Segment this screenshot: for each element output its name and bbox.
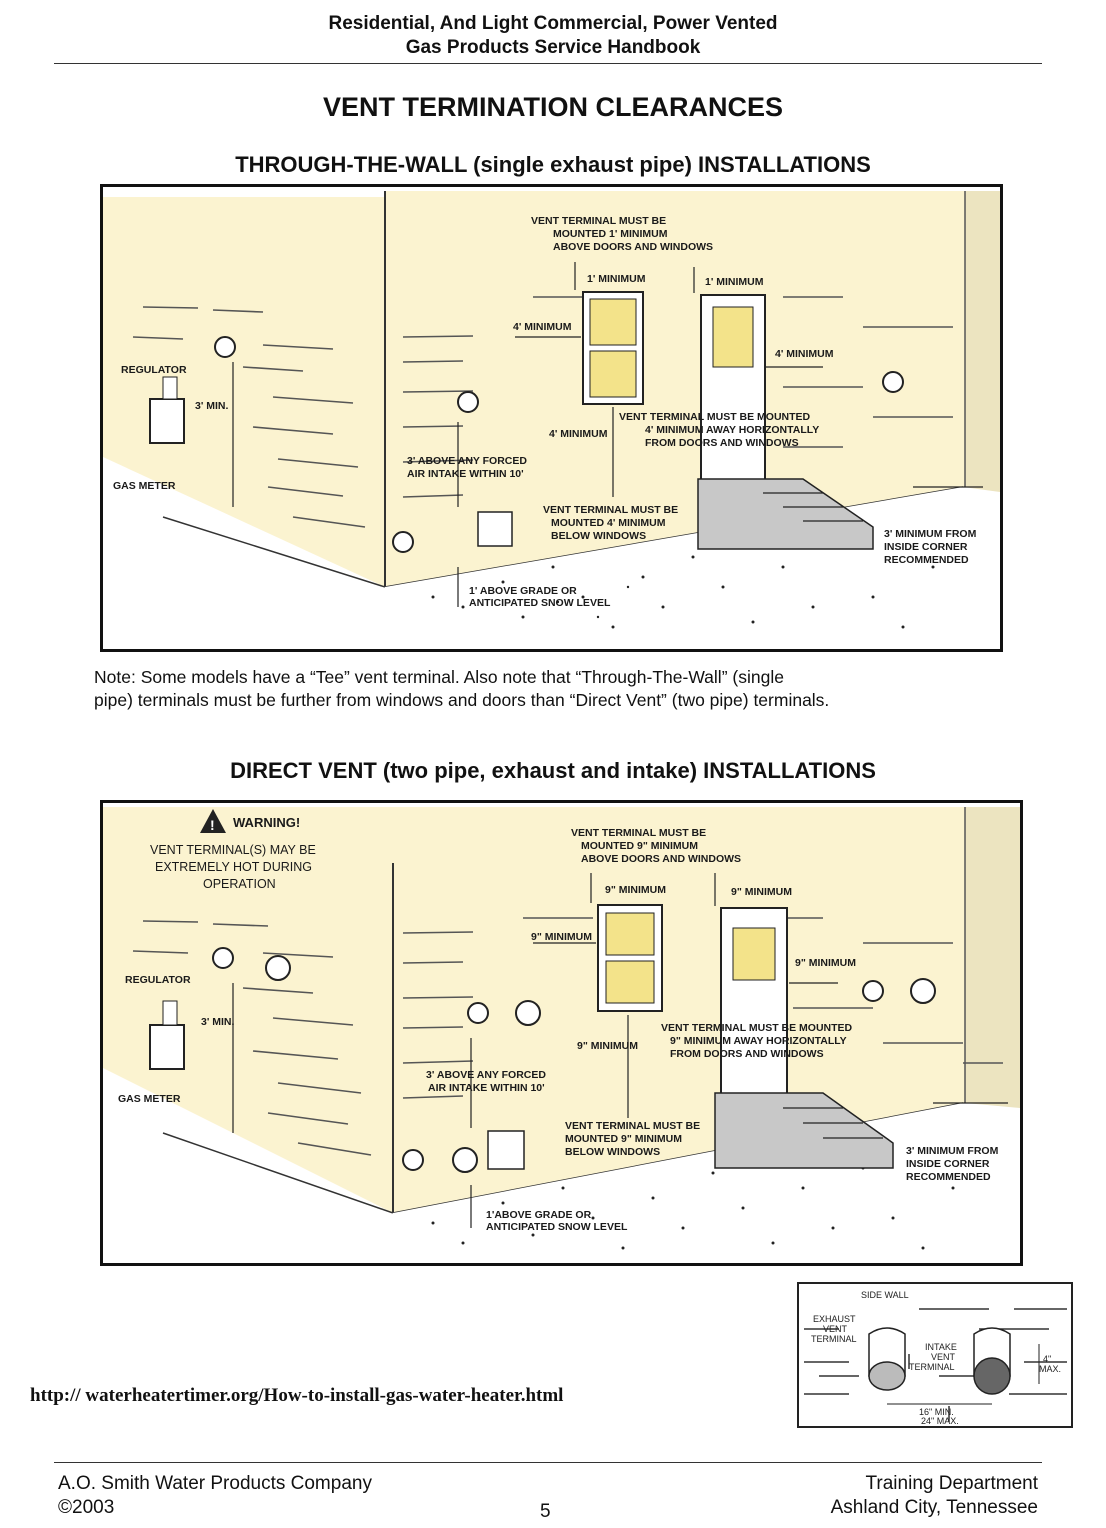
s1-min-4-below: 4' MINIMUM [549,428,608,440]
s1-horiz-note-line-3: FROM DOORS AND WINDOWS [645,437,799,449]
s1-corner-line-3: RECOMMENDED [884,554,969,566]
page-title: VENT TERMINATION CLEARANCES [322,92,783,122]
s2-min-9-left: 9" MINIMUM [531,931,592,943]
warning-text-line-3: OPERATION [203,877,276,891]
s1-min-window-top: 1' MINIMUM [587,273,646,285]
s2-min-door-top: 9" MINIMUM [731,886,792,898]
s1-corner-line-2: INSIDE CORNER [884,541,968,553]
s1-top-note-line-1: VENT TERMINAL MUST BE [531,215,666,227]
s2-forced-air-line-2: AIR INTAKE WITHIN 10' [428,1082,545,1094]
svg-text:!: ! [210,817,215,833]
footer-copyright: ©2003 [58,1497,115,1518]
side-wall-label: SIDE WALL [861,1290,909,1300]
intake-label-line-2: VENT [931,1352,956,1362]
s1-top-note-line-2: MOUNTED 1' MINIMUM [553,228,668,240]
intake-label-line-1: INTAKE [925,1342,957,1352]
s2-corner-line-3: RECOMMENDED [906,1171,991,1183]
section2-title: DIRECT VENT (two pipe, exhaust and intak… [230,758,876,783]
page-number: 5 [540,1501,551,1522]
warning-text-line-2: EXTREMELY HOT DURING [155,860,312,874]
footer-location: Ashland City, Tennessee [830,1497,1038,1518]
s2-top-note-line-2: MOUNTED 9" MINIMUM [581,840,698,852]
warning-icon: ! [200,809,226,833]
s1-grade-line-1: 1' ABOVE GRADE OR [469,585,577,597]
spacing-line-2: 24" MAX. [921,1416,959,1426]
source-url: http:// waterheatertimer.org/How-to-inst… [30,1385,564,1406]
s2-grade-line-1: 1'ABOVE GRADE OR [486,1209,592,1221]
s2-regulator-label: REGULATOR [125,974,191,986]
s1-gas-meter-label: GAS METER [113,480,176,492]
intake-terminal-icon [973,1327,1011,1395]
s1-top-note-line-3: ABOVE DOORS AND WINDOWS [553,241,713,253]
s2-horiz-note-line-1: VENT TERMINAL MUST BE MOUNTED [661,1022,853,1034]
s2-horiz-note-line-2: 9" MINIMUM AWAY HORIZONTALLY [670,1035,847,1047]
exhaust-label-line-1: EXHAUST [813,1314,856,1324]
s1-min-door-top: 1' MINIMUM [705,276,764,288]
s2-top-note-line-1: VENT TERMINAL MUST BE [571,827,706,839]
s1-below-windows-line-2: MOUNTED 4' MINIMUM [551,517,666,529]
s2-horiz-note-line-3: FROM DOORS AND WINDOWS [670,1048,824,1060]
s2-corner-line-2: INSIDE CORNER [906,1158,990,1170]
footer-department: Training Department [865,1473,1038,1494]
header-line-1: Residential, And Light Commercial, Power… [328,13,778,34]
footer-company: A.O. Smith Water Products Company [58,1473,372,1494]
exhaust-label-line-3: TERMINAL [811,1334,857,1344]
s2-grade-line-2: ANTICIPATED SNOW LEVEL [486,1221,628,1233]
s1-forced-air-line-2: AIR INTAKE WITHIN 10' [407,468,524,480]
s2-gas-meter-label: GAS METER [118,1093,181,1105]
exhaust-terminal-icon [868,1327,906,1391]
s1-corner-line-1: 3' MINIMUM FROM [884,528,977,540]
s2-below-windows-line-2: MOUNTED 9" MINIMUM [565,1133,682,1145]
spacing-line-1: 16" MIN. [919,1407,954,1417]
s1-horiz-note-line-1: VENT TERMINAL MUST BE MOUNTED [619,411,811,423]
s1-min-4-right: 4' MINIMUM [775,348,834,360]
header-line-2: Gas Products Service Handbook [405,37,701,58]
s1-below-windows-line-3: BELOW WINDOWS [551,530,646,542]
intake-label-line-3: TERMINAL [909,1362,955,1372]
s2-three-min: 3' MIN. [201,1016,235,1028]
s1-min-4-left: 4' MINIMUM [513,321,572,333]
warning-text-line-1: VENT TERMINAL(S) MAY BE [150,843,316,857]
s2-min-9-right: 9" MINIMUM [795,957,856,969]
side-wall-detail: SIDE WALL EXHAUST VENT TERMINAL INTAKE V… [797,1282,1073,1428]
s1-below-windows-line-1: VENT TERMINAL MUST BE [543,504,678,516]
s2-below-windows-line-3: BELOW WINDOWS [565,1146,660,1158]
footer-rule [54,1462,1042,1463]
s2-corner-line-1: 3' MINIMUM FROM [906,1145,999,1157]
direct-vent-figure: ! WARNING! VENT TERMINAL(S) MAY BE EXTRE… [100,800,1023,1266]
four-max-line-2: MAX. [1039,1364,1061,1374]
header-rule [54,63,1042,64]
note-line-2: pipe) terminals must be further from win… [94,690,830,710]
four-max-line-1: 4" [1043,1354,1051,1364]
exhaust-label-line-2: VENT [823,1324,848,1334]
s1-horiz-note-line-2: 4' MINIMUM AWAY HORIZONTALLY [645,424,819,436]
s2-forced-air-line-1: 3' ABOVE ANY FORCED [426,1069,546,1081]
s1-forced-air-line-1: 3' ABOVE ANY FORCED [407,455,527,467]
s2-min-9-below: 9" MINIMUM [577,1040,638,1052]
through-the-wall-figure: VENT TERMINAL MUST BE MOUNTED 1' MINIMUM… [100,184,1003,652]
s2-below-windows-line-1: VENT TERMINAL MUST BE [565,1120,700,1132]
note-line-1: Note: Some models have a “Tee” vent term… [94,667,784,687]
section1-title: THROUGH-THE-WALL (single exhaust pipe) I… [235,152,871,177]
s1-grade-line-2: ANTICIPATED SNOW LEVEL [469,597,611,609]
s1-three-min: 3' MIN. [195,400,229,412]
s2-top-note-line-3: ABOVE DOORS AND WINDOWS [581,853,741,865]
s1-regulator-label: REGULATOR [121,364,187,376]
warning-title: WARNING! [233,815,300,830]
s2-min-window-top: 9" MINIMUM [605,884,666,896]
